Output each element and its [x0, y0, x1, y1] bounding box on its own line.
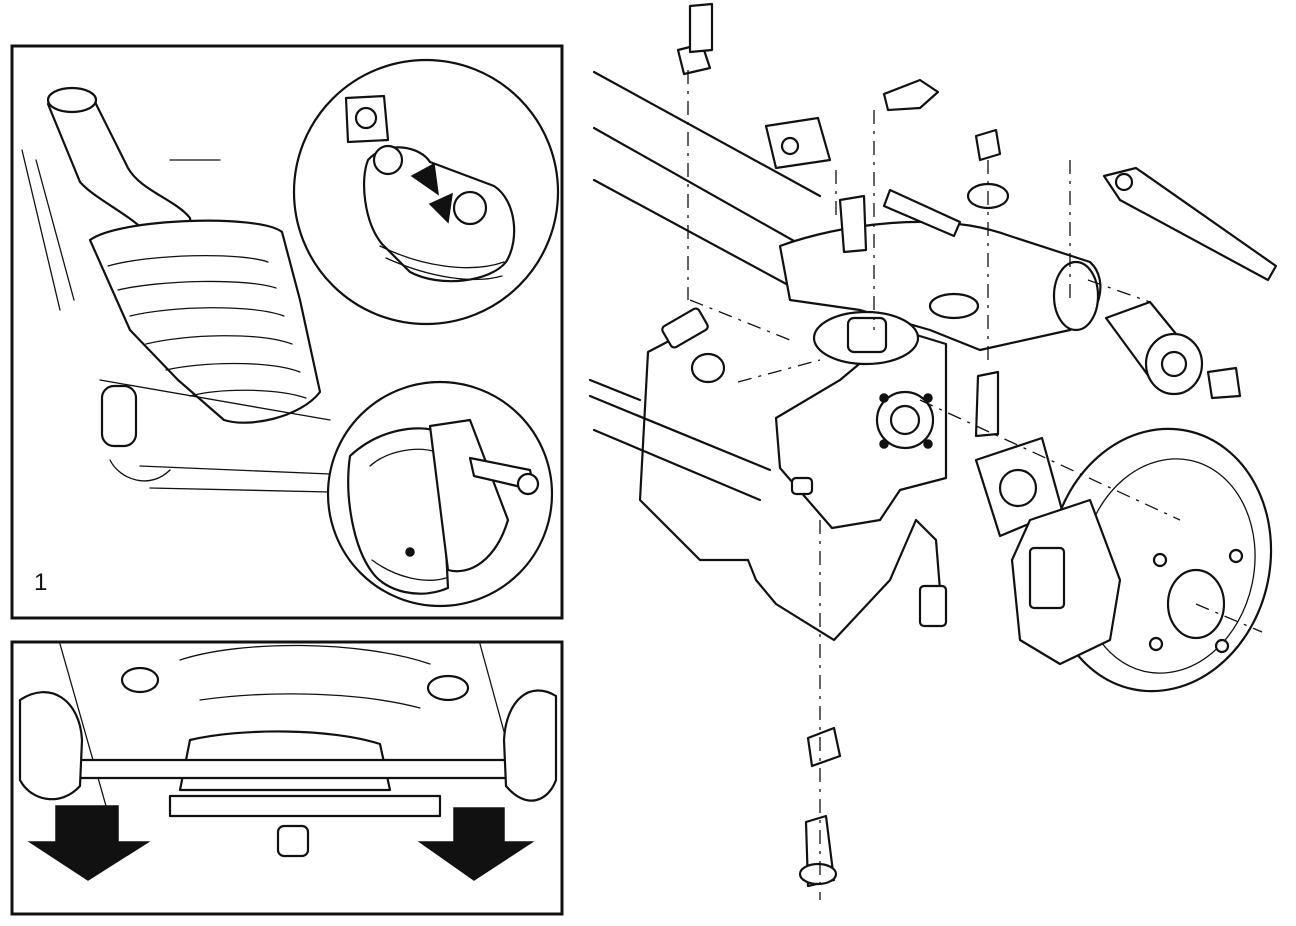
panel-2-frame — [10, 640, 564, 916]
knuckle-bracket — [774, 310, 948, 530]
chassis-lines — [21, 149, 331, 493]
rubber-mount-detail — [292, 58, 560, 326]
panel-1-label: 1 — [34, 569, 47, 596]
fasteners — [676, 2, 1278, 888]
panel-2 — [10, 640, 564, 916]
muffler — [88, 219, 322, 424]
arrow-down-left-icon — [27, 805, 151, 881]
panel-1: 1 — [10, 44, 564, 620]
exploded-view — [588, 2, 1278, 900]
exhaust-pipe — [46, 86, 194, 245]
clamp-detail — [326, 380, 554, 608]
panel-1-frame — [10, 44, 564, 620]
assembly-lines — [687, 70, 1263, 900]
underbody-view — [18, 643, 558, 858]
bearing-cylinder — [1104, 300, 1204, 396]
brake-disc — [1010, 427, 1273, 693]
arrow-down-right-icon — [417, 807, 535, 881]
brake-pipe — [638, 307, 948, 642]
